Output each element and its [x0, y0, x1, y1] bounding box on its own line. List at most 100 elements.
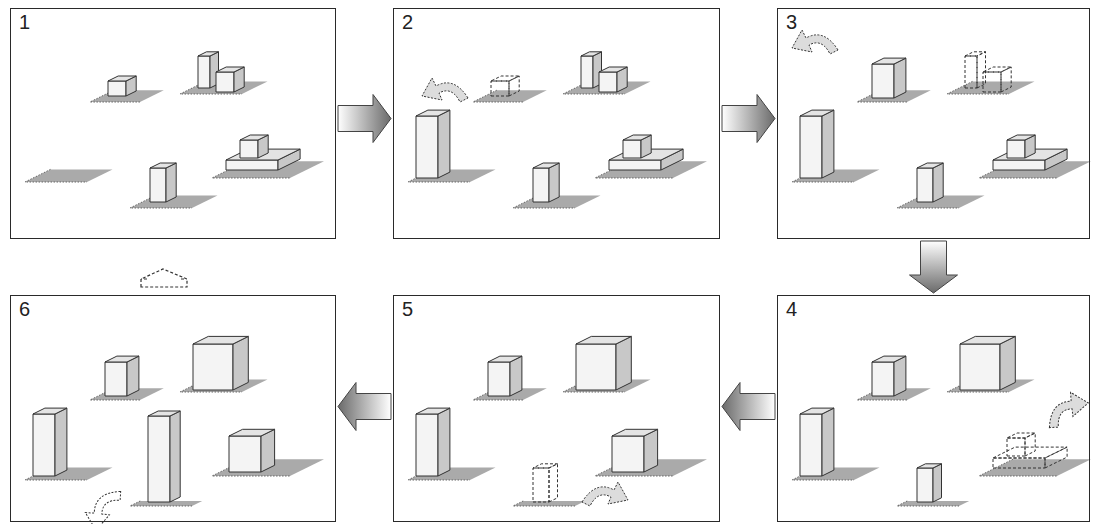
- building-side: [616, 336, 631, 390]
- building-front: [416, 414, 438, 476]
- building-front: [533, 168, 549, 202]
- change-arrow-shape: [422, 78, 468, 102]
- building-roof: [229, 429, 275, 436]
- step-number: 1: [19, 11, 30, 33]
- building-roof: [800, 110, 834, 116]
- building-roof: [533, 163, 559, 168]
- building-roof: [416, 408, 450, 414]
- change-arrow: [792, 30, 838, 54]
- building-roof: [623, 135, 651, 140]
- building-roof: [533, 464, 558, 468]
- building-roof: [800, 408, 834, 414]
- building-front: [872, 362, 894, 396]
- step-panel: 3: [777, 8, 1090, 239]
- step-number: 4: [786, 298, 797, 320]
- building-front: [581, 56, 593, 88]
- building-side: [549, 464, 558, 502]
- building-front: [983, 72, 1001, 92]
- building-side: [1025, 433, 1035, 456]
- lot-edge: [25, 169, 87, 182]
- building-front: [576, 344, 616, 390]
- step-arrow: [338, 95, 391, 143]
- building-front: [993, 160, 1045, 170]
- building-roof: [488, 356, 522, 362]
- change-arrow: [422, 78, 468, 102]
- building-side: [438, 110, 450, 178]
- step-arrow: [722, 95, 775, 143]
- step-arrow: [910, 241, 958, 293]
- building-front: [1007, 140, 1025, 158]
- building-front: [612, 436, 644, 472]
- building-roof: [612, 429, 658, 436]
- dashed-outline: [141, 269, 187, 287]
- building-front: [960, 344, 1000, 390]
- building-roof: [491, 76, 519, 81]
- ground-lot: [25, 169, 113, 182]
- building-front: [993, 458, 1045, 468]
- building-side: [233, 336, 248, 390]
- step-number: 6: [19, 298, 30, 320]
- step-panel: 5: [393, 295, 720, 522]
- change-arrow-shape: [792, 30, 838, 54]
- building-side: [166, 163, 176, 202]
- building-front: [800, 414, 822, 476]
- building-side: [1001, 67, 1011, 92]
- building-side: [822, 110, 834, 178]
- step-number: 5: [402, 298, 413, 320]
- building-side: [894, 356, 906, 396]
- change-arrow: [1039, 387, 1091, 431]
- building-roof: [33, 408, 67, 414]
- building-front: [599, 72, 617, 92]
- building-roof: [917, 464, 942, 468]
- building-side: [127, 356, 139, 396]
- building-roof: [872, 356, 906, 362]
- building-side: [822, 408, 834, 476]
- building-front: [488, 362, 510, 396]
- building-front: [965, 56, 977, 88]
- building-roof: [198, 52, 219, 56]
- building-front: [198, 56, 210, 88]
- building-roof: [105, 356, 139, 362]
- building-front: [105, 362, 127, 396]
- building-front: [416, 116, 438, 178]
- building-roof: [216, 67, 244, 72]
- building-side: [1000, 336, 1015, 390]
- building-roof: [148, 411, 180, 416]
- building-side: [438, 408, 450, 476]
- building-roof: [150, 163, 176, 168]
- building-front: [533, 468, 549, 502]
- step-number: 2: [402, 11, 413, 33]
- building-roof: [576, 336, 631, 344]
- building-roof: [993, 447, 1067, 458]
- building-roof: [960, 336, 1015, 344]
- building-roof: [599, 67, 627, 72]
- building-front: [872, 64, 894, 98]
- building-side: [644, 429, 658, 472]
- building-front: [226, 160, 278, 170]
- building-front: [229, 436, 261, 472]
- building-roof: [965, 52, 986, 56]
- building-front: [917, 168, 933, 202]
- building-front: [108, 81, 126, 96]
- building-roof: [416, 110, 450, 116]
- building-roof: [1007, 433, 1035, 438]
- building-front: [150, 168, 166, 202]
- building-front: [623, 140, 641, 158]
- building-roof: [193, 336, 248, 344]
- change-arrow-shape: [582, 482, 628, 506]
- step-panel: 4: [777, 295, 1090, 522]
- building-front: [148, 416, 170, 502]
- change-arrow-shape: [80, 481, 124, 524]
- building-front: [240, 140, 258, 158]
- building-side: [549, 163, 559, 202]
- building-roof: [872, 58, 906, 64]
- change-arrow: [582, 482, 628, 506]
- step-arrow: [338, 383, 391, 431]
- change-arrow-shape: [1039, 387, 1091, 431]
- building-roof: [108, 76, 136, 81]
- building-roof: [1007, 135, 1035, 140]
- building-roof: [983, 67, 1011, 72]
- building-front: [1007, 438, 1025, 456]
- building-side: [933, 163, 943, 202]
